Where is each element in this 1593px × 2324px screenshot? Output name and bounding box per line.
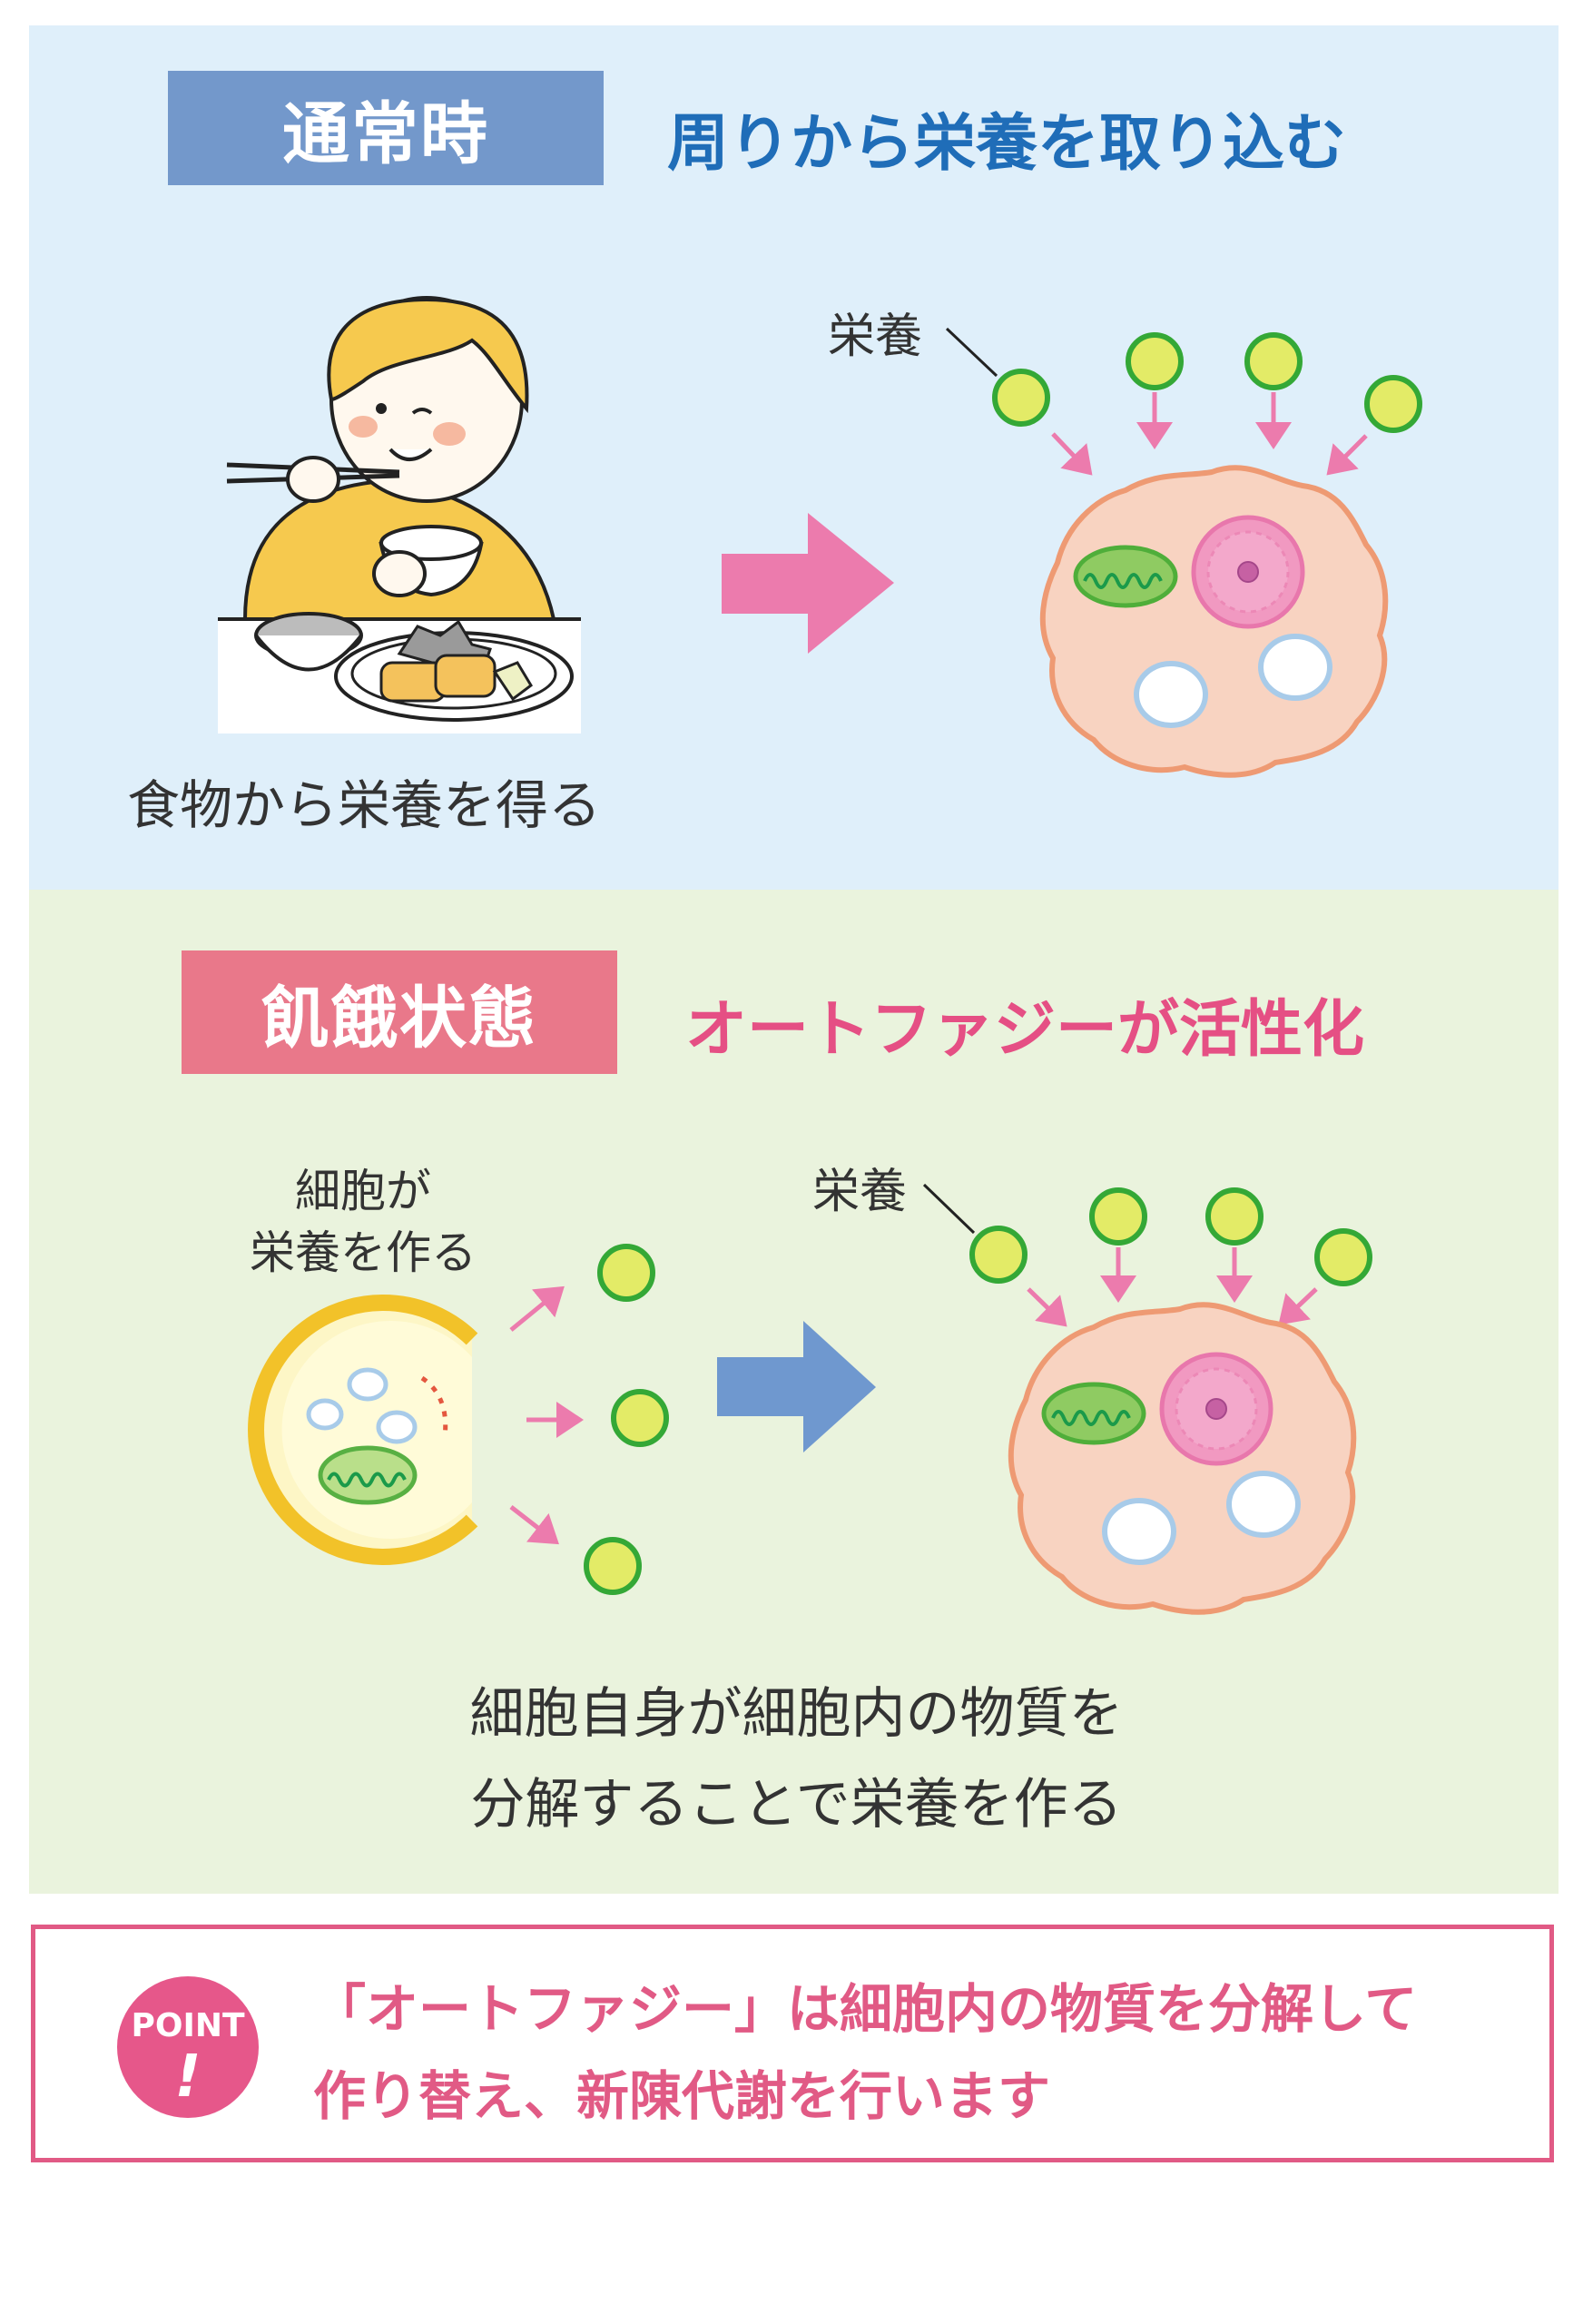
arrow-icon [722,513,894,654]
food-caption: 食物から栄養を得る [127,774,602,836]
cell-makes-line2: 栄養を作る [250,1226,477,1279]
point-callout: POINT ! 「オートファジー」は細胞内の物質を分解して 作り替え、新陳代謝を… [31,1925,1554,2162]
nutrient-particle-icon [614,1392,666,1444]
cell-makes-line1: 細胞が [295,1165,431,1217]
starvation-state-label: 飢餓状態 [182,950,617,1074]
cell-icon [1043,468,1385,774]
nutrient-particle-icon [1092,1190,1145,1243]
nutrient-particle-icon [1247,335,1300,388]
nutrient-particle-icon [995,371,1047,424]
normal-state-label: 通常時 [168,71,604,185]
point-badge-word: POINT [131,2007,245,2044]
nutrient-label: 栄養 [828,310,923,364]
exclamation-icon: ! [174,2043,202,2111]
nutrient-particles-starvation [922,1183,1370,1327]
arrow-icon [717,1321,876,1452]
nutrient-particle-icon [600,1246,653,1299]
nutrient-particle-icon [972,1228,1025,1281]
person-eating-icon [218,296,581,734]
nutrient-particle-icon [1208,1190,1261,1243]
autophagosome-icon [248,1295,478,1565]
nutrient-particles-normal [945,327,1420,476]
description-line1: 細胞自身が細胞内の物質を [469,1682,1124,1746]
description-line2: 分解することで栄養を作る [470,1773,1123,1837]
point-badge: POINT ! [117,1976,259,2118]
nutrient-particle-icon [586,1540,639,1592]
starvation-state-heading: オートファジーが活性化 [685,994,1365,1066]
normal-state-heading: 周りから栄養を取り込む [667,108,1347,180]
cell-icon [1011,1305,1353,1611]
point-text-line1: 「オートファジー」は細胞内の物質を分解して [313,1978,1418,2040]
nutrient-particle-icon [1128,335,1181,388]
nutrient-particle-icon [1317,1231,1370,1284]
point-text: 「オートファジー」は細胞内の物質を分解して 作り替え、新陳代謝を行います [313,1965,1511,2140]
point-text-line2: 作り替え、新陳代謝を行います [313,2065,1051,2127]
nutrient-label: 栄養 [812,1165,908,1219]
nutrient-particle-icon [1367,378,1420,430]
cell-makes-nutrient-caption: 細胞が 栄養を作る [231,1160,495,1284]
nutrient-particles-released [509,1246,666,1592]
starvation-description: 細胞自身が細胞内の物質を 分解することで栄養を作る [0,1669,1593,1850]
